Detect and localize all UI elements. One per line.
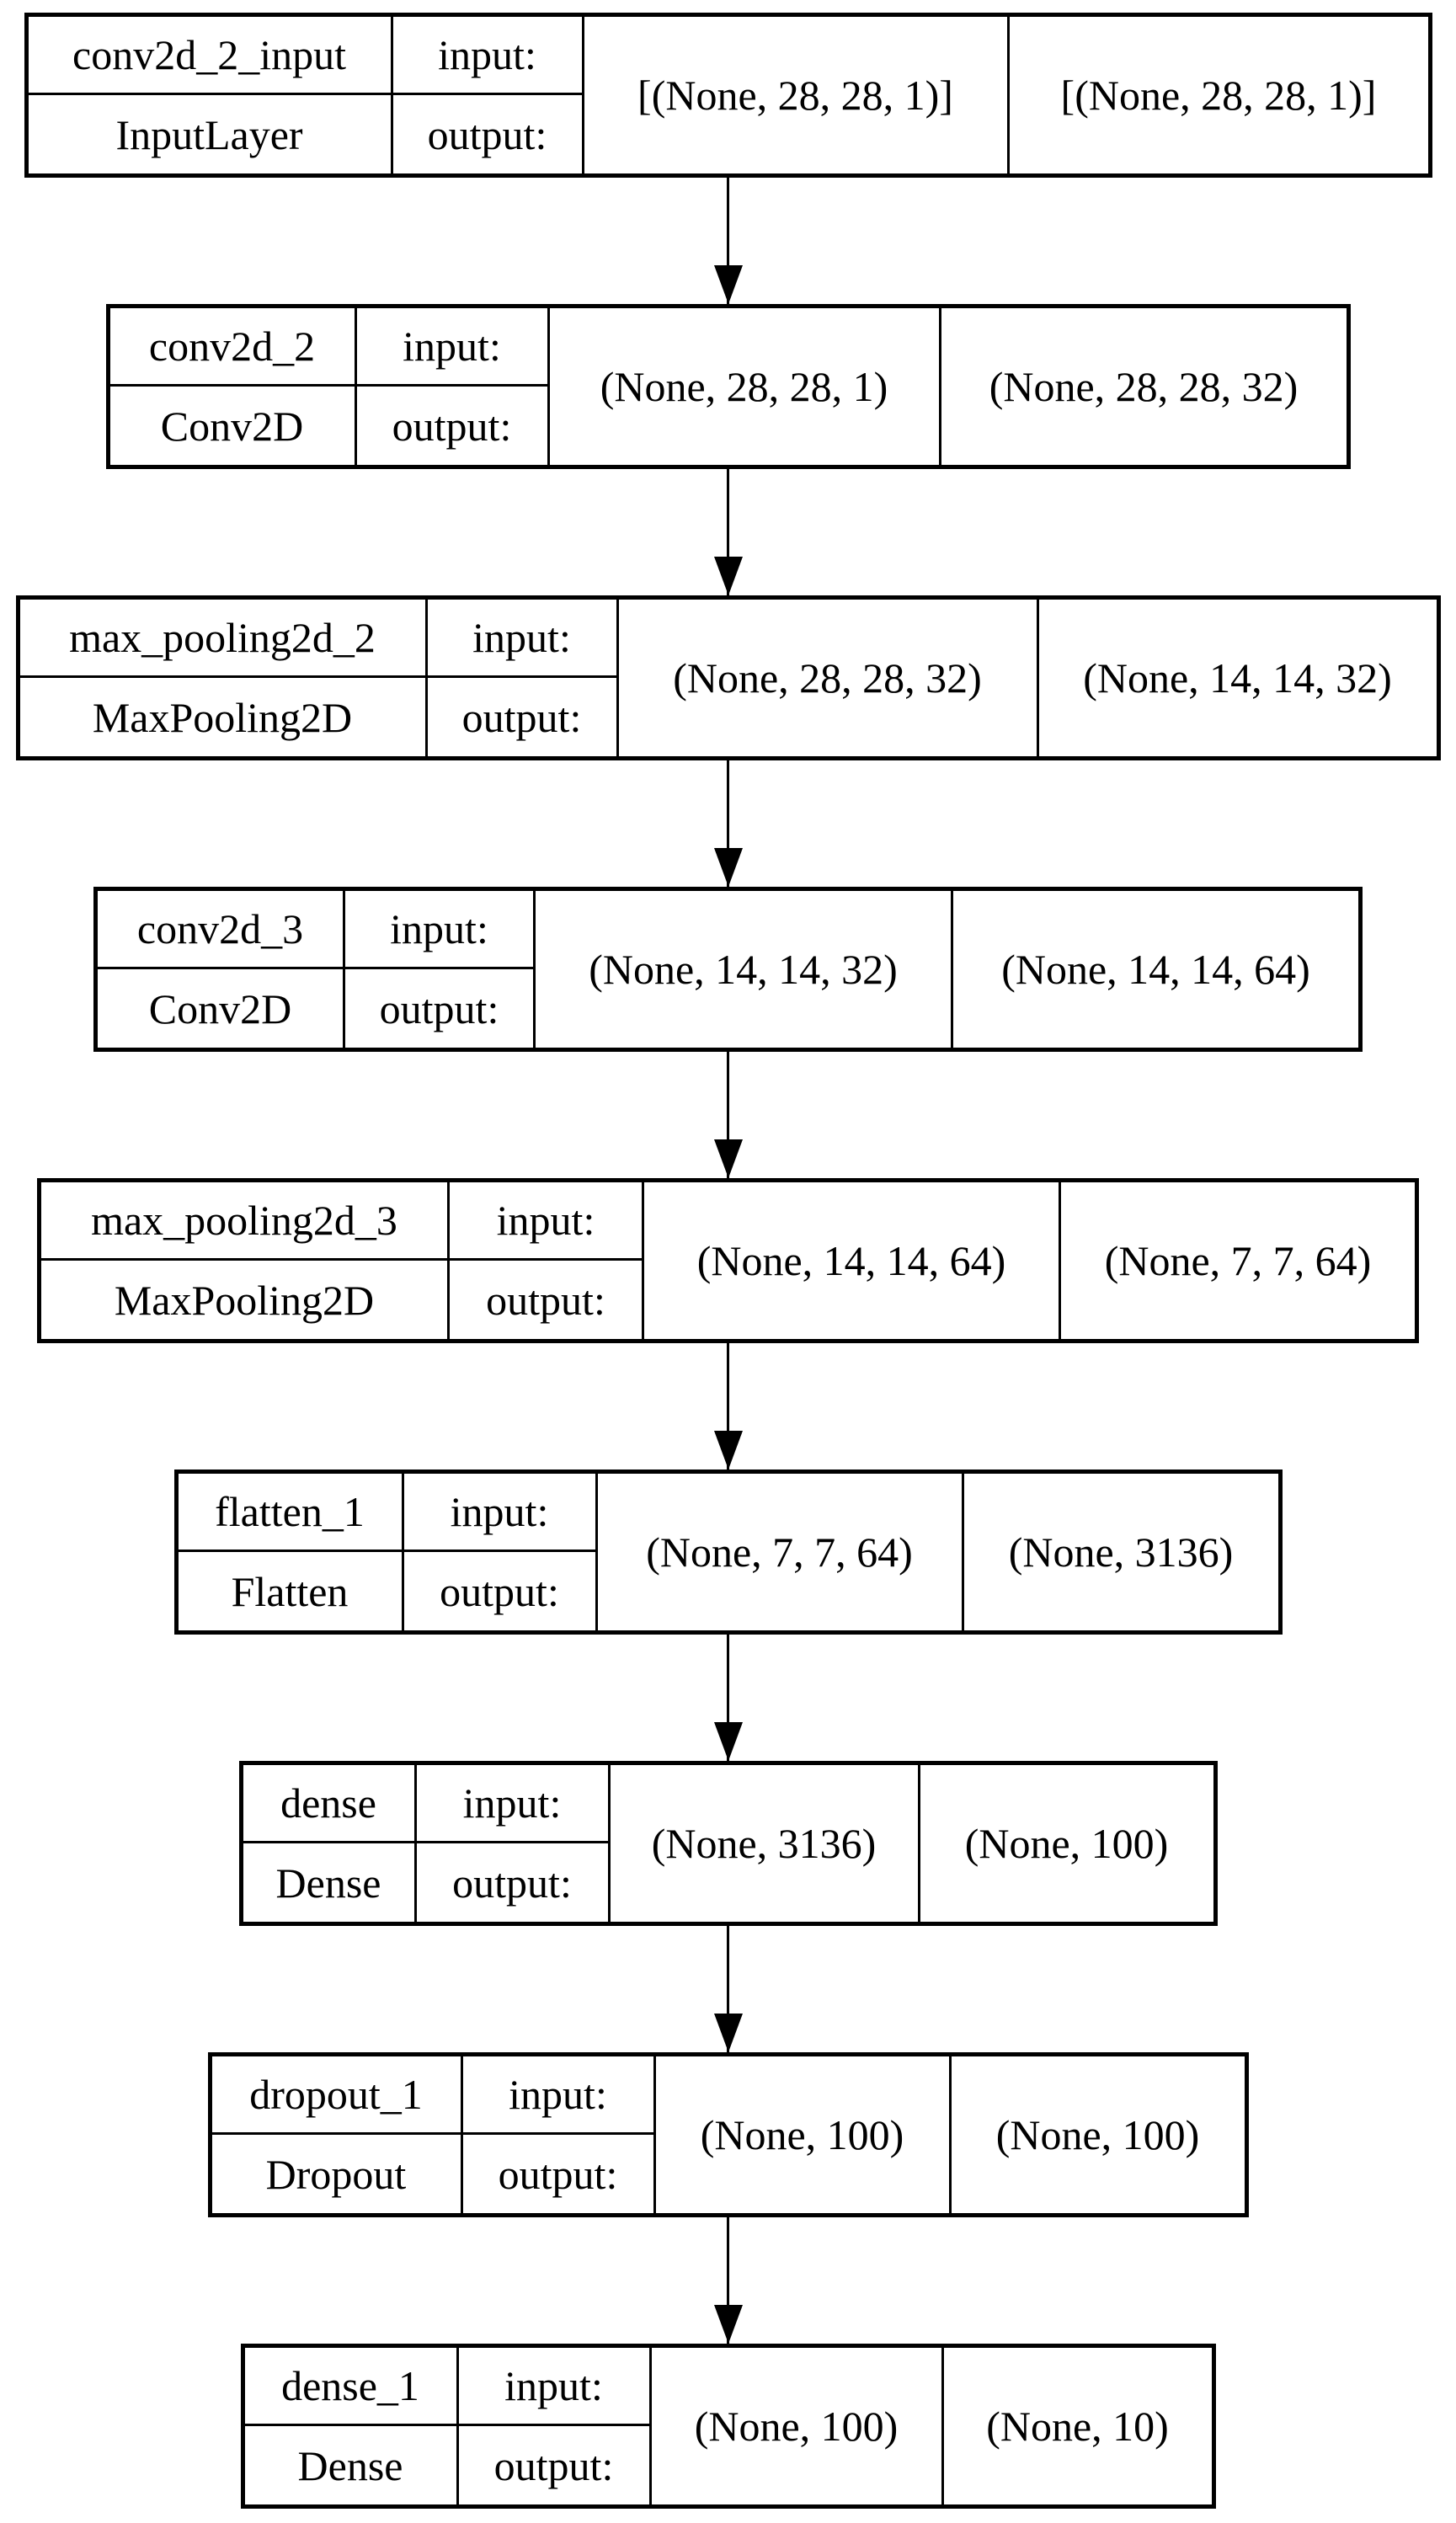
edge-line [727,760,729,887]
input-label: input: [356,308,550,387]
layer-name: conv2d_2 [109,308,357,387]
layer-output-shape: (None, 100) [964,1820,1169,1867]
layer-input-shape: (None, 7, 7, 64) [598,1474,964,1630]
output-label: output: [428,678,619,756]
arrowhead-down-icon [713,265,743,304]
edge-line [727,1635,729,1761]
edge-arrow [708,469,749,595]
layer-input-shape: (None, 100) [652,2348,944,2504]
input-label: input: [345,891,536,969]
layer-node-max_pooling2d_3: max_pooling2d_3 input: (None, 14, 14, 64… [37,1178,1419,1343]
layer-name: max_pooling2d_2 [19,600,428,678]
layer-type: Conv2D [110,387,357,465]
layer-input-shape: (None, 14, 14, 32) [536,891,953,1048]
output-label: output: [450,1261,644,1339]
layer-input-shape: (None, 100) [656,2056,952,2213]
input-label: input: [427,600,619,678]
arrowhead-down-icon [713,2014,743,2052]
edge-line [727,1343,729,1470]
layer-node-max_pooling2d_2: max_pooling2d_2 input: (None, 28, 28, 32… [15,595,1441,760]
input-label: input: [403,1474,598,1552]
layer-output-shape: (None, 10) [986,2403,1169,2450]
layer-node-flatten_1: flatten_1 input: (None, 7, 7, 64) (None,… [173,1470,1283,1635]
arrowhead-down-icon [713,1722,743,1761]
edge-arrow [708,1343,749,1470]
layer-node-conv2d_2: conv2d_2 input: (None, 28, 28, 1) (None,… [105,304,1351,469]
output-label: output: [345,969,536,1048]
layer-name: dropout_1 [211,2056,463,2135]
edge-line [727,178,729,304]
layer-name: flatten_1 [178,1474,404,1552]
layer-node-dense_1: dense_1 input: (None, 100) (None, 10) De… [240,2344,1216,2509]
layer-type: Conv2D [98,969,345,1048]
layer-output-shape: (None, 14, 14, 32) [1083,654,1392,701]
input-label: input: [392,17,584,95]
layer-node-conv2d_3: conv2d_3 input: (None, 14, 14, 32) (None… [93,887,1363,1052]
arrowhead-down-icon [713,557,743,595]
output-label: output: [417,1843,611,1922]
edge-arrow [708,1052,749,1178]
output-label: output: [393,95,584,173]
arrowhead-down-icon [713,848,743,887]
edge-arrow [708,2217,749,2344]
input-label: input: [462,2056,656,2135]
layer-name: max_pooling2d_3 [41,1182,450,1261]
layer-output-shape: (None, 100) [995,2111,1200,2158]
layer-type: Flatten [179,1552,404,1630]
input-label: input: [450,1182,644,1261]
output-label: output: [357,387,550,465]
layer-type: InputLayer [29,95,393,173]
layer-node-dropout_1: dropout_1 input: (None, 100) (None, 100)… [207,2052,1249,2217]
arrowhead-down-icon [713,1431,743,1470]
layer-input-shape: [(None, 28, 28, 1)] [584,17,1010,173]
layer-type: MaxPooling2D [41,1261,450,1339]
edge-arrow [708,178,749,304]
layer-node-dense: dense input: (None, 3136) (None, 100) De… [238,1761,1218,1926]
layer-name: dense_1 [244,2348,459,2426]
input-label: input: [416,1765,611,1843]
layer-input-shape: (None, 28, 28, 1) [550,308,941,465]
layer-input-shape: (None, 14, 14, 64) [644,1182,1061,1339]
layer-output-shape: (None, 3136) [1008,1528,1234,1576]
edge-line [727,1926,729,2052]
layer-input-shape: (None, 3136) [611,1765,920,1922]
layer-name: conv2d_2_input [28,17,393,95]
output-label: output: [404,1552,598,1630]
arrowhead-down-icon [713,2305,743,2344]
layer-name: dense [243,1765,417,1843]
output-label: output: [463,2135,656,2213]
layer-type: Dropout [212,2135,463,2213]
edge-arrow [708,1635,749,1761]
layer-type: Dense [243,1843,417,1922]
edge-line [727,1052,729,1178]
input-label: input: [458,2348,652,2426]
layer-output-shape: [(None, 28, 28, 1)] [1060,72,1377,119]
layer-input-shape: (None, 28, 28, 32) [619,600,1039,756]
layer-output-shape: (None, 28, 28, 32) [989,363,1299,410]
arrowhead-down-icon [713,1139,743,1178]
edge-line [727,469,729,595]
layer-output-shape: (None, 7, 7, 64) [1104,1237,1372,1284]
output-label: output: [459,2426,652,2504]
edge-arrow [708,760,749,887]
layer-type: Dense [245,2426,459,2504]
layer-output-shape: (None, 14, 14, 64) [1001,946,1310,993]
layer-name: conv2d_3 [98,891,345,969]
layer-type: MaxPooling2D [20,678,428,756]
edge-arrow [708,1926,749,2052]
edge-line [727,2217,729,2344]
layer-node-conv2d_2_input: conv2d_2_input input: [(None, 28, 28, 1)… [24,13,1432,178]
